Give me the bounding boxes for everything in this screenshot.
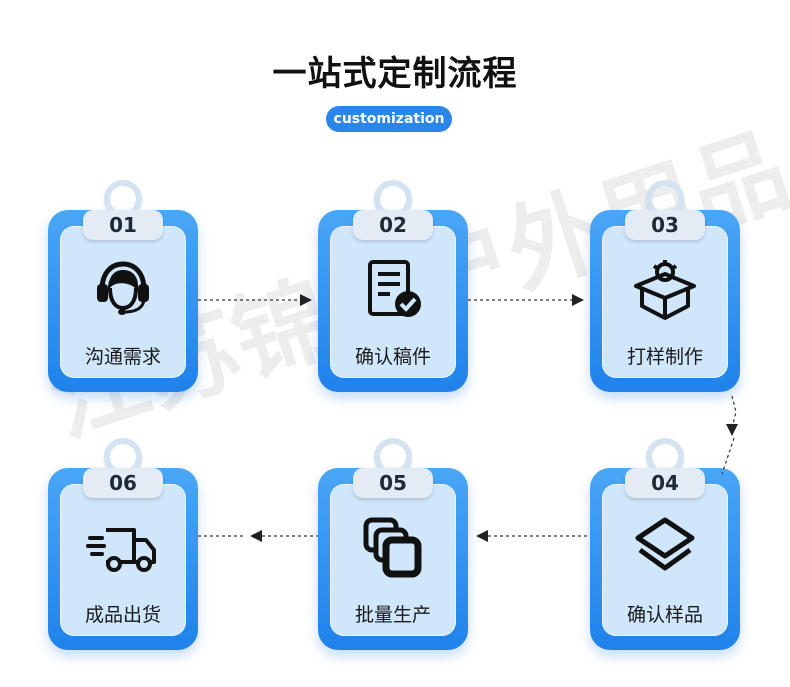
connector-05-06 xyxy=(198,530,318,542)
step-number: 05 xyxy=(353,468,433,498)
step-label: 确认样品 xyxy=(626,604,703,626)
step-card-02: 02 确认稿件 xyxy=(318,180,468,392)
clipboard-paper xyxy=(602,484,728,636)
step-card-06: 06 成品出货 xyxy=(48,438,198,650)
step-card-01: 01 沟通需求 xyxy=(48,180,198,392)
clipboard-paper xyxy=(60,226,186,378)
step-number: 03 xyxy=(625,210,705,240)
stacked-squares-icon xyxy=(363,517,422,578)
step-label: 批量生产 xyxy=(354,604,431,626)
step-card-05: 05 批量生产 xyxy=(318,438,468,650)
step-label: 打样制作 xyxy=(626,346,703,368)
step-number: 01 xyxy=(83,210,163,240)
step-card-04: 04 确认样品 xyxy=(590,438,740,650)
document-check-icon xyxy=(368,260,421,317)
step-number: 06 xyxy=(83,468,163,498)
page-title: 一站式定制流程 xyxy=(272,54,518,94)
step-label: 确认稿件 xyxy=(354,346,431,368)
step-label: 成品出货 xyxy=(84,604,161,626)
connector-02-03 xyxy=(468,294,584,306)
step-number: 04 xyxy=(625,468,705,498)
connector-04-05 xyxy=(476,530,590,542)
delivery-truck-icon xyxy=(86,528,156,572)
clipboard-paper xyxy=(330,226,456,378)
step-number: 02 xyxy=(353,210,433,240)
layers-icon xyxy=(635,517,695,571)
headset-icon xyxy=(97,261,149,315)
subtitle-badge: customization xyxy=(326,106,452,132)
step-label: 沟通需求 xyxy=(84,346,161,368)
connector-01-02 xyxy=(198,294,312,306)
box-gear-icon xyxy=(634,260,696,320)
connector-03-04 xyxy=(721,395,738,475)
step-card-03: 03 打样制作 xyxy=(590,180,740,392)
